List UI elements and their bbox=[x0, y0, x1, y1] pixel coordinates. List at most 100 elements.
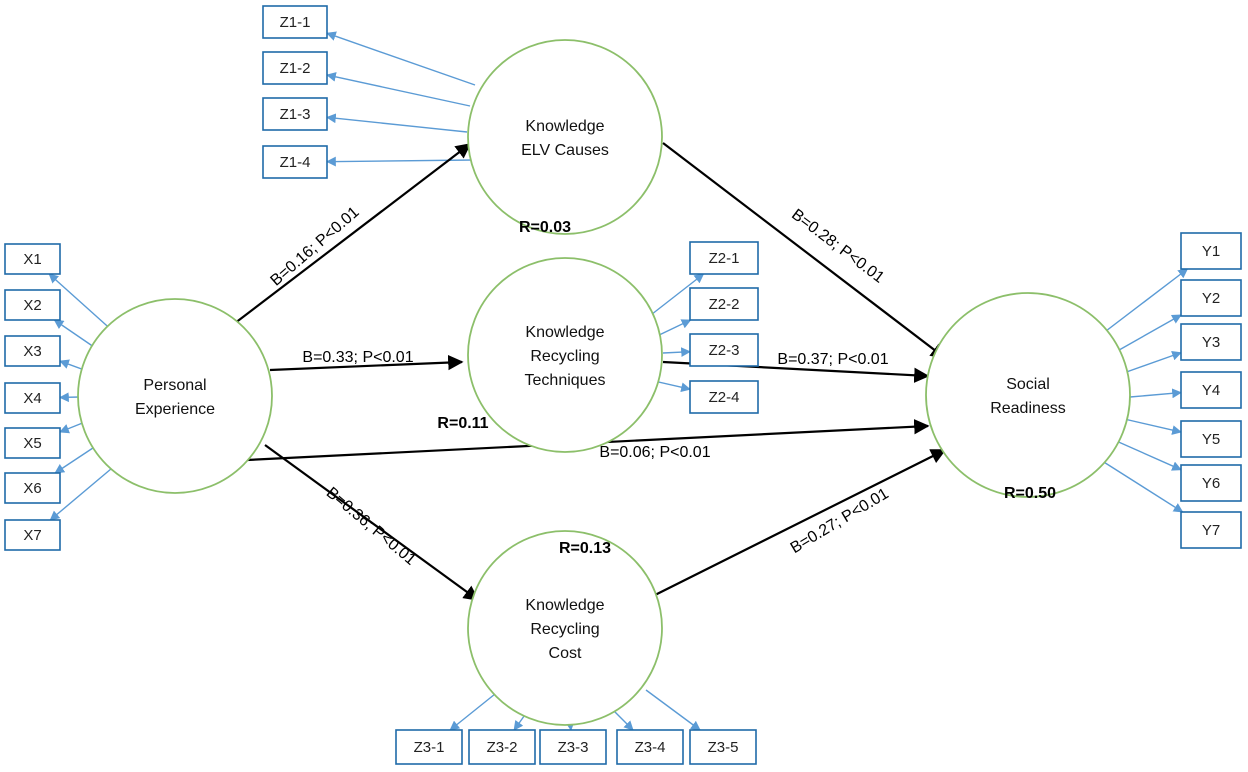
indicator-box-y bbox=[1180, 511, 1242, 549]
r-squared-elv: R=0.03 bbox=[519, 219, 571, 236]
path-arrow-elv_sr bbox=[662, 142, 947, 359]
indicator-label-x: X2 bbox=[23, 297, 41, 314]
latent-sr bbox=[925, 292, 1131, 498]
r-squared-sr: R=0.50 bbox=[1004, 485, 1056, 502]
indicator-box-z2 bbox=[689, 241, 759, 275]
indicator-box-x bbox=[4, 427, 61, 459]
indicator-label-x: X1 bbox=[23, 251, 41, 268]
r-squared-rc: R=0.13 bbox=[559, 540, 611, 557]
r-squared-rt: R=0.11 bbox=[437, 415, 488, 432]
indicator-label-x: X6 bbox=[23, 480, 41, 497]
latent-rc bbox=[467, 530, 663, 726]
indicator-box-y bbox=[1180, 464, 1242, 502]
latent-elv-label-line: ELV Causes bbox=[521, 142, 609, 159]
indicator-label-y: Y3 bbox=[1202, 334, 1220, 351]
indicator-box-z3 bbox=[395, 729, 463, 765]
indicator-box-z1 bbox=[262, 51, 328, 85]
indicator-label-z1: Z1-1 bbox=[280, 14, 311, 31]
path-arrow-pe_rc bbox=[264, 444, 480, 601]
indicator-label-x: X5 bbox=[23, 435, 41, 452]
path-arrow-pe_rt bbox=[269, 354, 464, 372]
indicator-label-y: Y4 bbox=[1202, 382, 1220, 399]
indicator-box-y bbox=[1180, 323, 1242, 361]
indicator-label-y: Y7 bbox=[1202, 522, 1220, 539]
indicator-box-x bbox=[4, 472, 61, 504]
indicator-label-y: Y6 bbox=[1202, 475, 1220, 492]
indicator-box-z3 bbox=[689, 729, 757, 765]
loading-arrow-z1 bbox=[326, 113, 468, 133]
latent-sr-label-line: Social bbox=[1006, 376, 1050, 393]
indicator-label-z3: Z3-1 bbox=[414, 739, 445, 756]
indicator-box-y bbox=[1180, 232, 1242, 270]
indicator-box-z2 bbox=[689, 380, 759, 414]
indicator-box-z1 bbox=[262, 145, 328, 179]
loading-arrow-z2 bbox=[654, 319, 692, 338]
loading-arrow-y bbox=[1119, 417, 1182, 435]
path-arrow-pe_elv bbox=[221, 143, 472, 334]
loading-arrow-z3 bbox=[449, 689, 501, 731]
indicator-box-y bbox=[1180, 371, 1242, 409]
latent-rc-label-line: Recycling bbox=[530, 621, 599, 638]
indicator-box-x bbox=[4, 382, 61, 414]
loading-arrow-y bbox=[1129, 388, 1182, 399]
indicator-label-z3: Z3-4 bbox=[635, 739, 666, 756]
indicator-box-z2 bbox=[689, 333, 759, 367]
loading-arrow-z1 bbox=[326, 31, 476, 86]
indicator-box-y bbox=[1180, 279, 1242, 317]
latent-rc-label-line: Knowledge bbox=[525, 597, 604, 614]
loading-arrow-z3 bbox=[645, 689, 701, 731]
latent-rt-label-line: Recycling bbox=[530, 348, 599, 365]
indicator-label-z1: Z1-2 bbox=[280, 60, 311, 77]
path-coefficient-pe_elv: B=0.16; P<0.01 bbox=[268, 204, 363, 290]
latent-sr-label-line: Readiness bbox=[990, 400, 1066, 417]
indicator-label-z3: Z3-2 bbox=[487, 739, 518, 756]
loading-arrow-z1 bbox=[326, 72, 471, 107]
indicator-label-z1: Z1-3 bbox=[280, 106, 311, 123]
path-arrow-rc_sr bbox=[654, 449, 947, 596]
indicator-label-y: Y5 bbox=[1202, 431, 1220, 448]
latent-pe bbox=[77, 298, 273, 494]
loading-arrow-z2 bbox=[662, 347, 691, 357]
indicator-box-z1 bbox=[262, 97, 328, 131]
loading-arrow-z1 bbox=[326, 156, 474, 167]
latent-rt-label-line: Knowledge bbox=[525, 324, 604, 341]
indicator-label-z2: Z2-4 bbox=[709, 389, 740, 406]
indicator-label-x: X4 bbox=[23, 390, 41, 407]
indicator-box-x bbox=[4, 243, 61, 275]
indicator-label-z3: Z3-3 bbox=[558, 739, 589, 756]
latent-rt bbox=[467, 257, 663, 453]
indicator-box-z2 bbox=[689, 287, 759, 321]
loading-arrow-z2 bbox=[646, 273, 705, 319]
indicator-box-z3 bbox=[616, 729, 684, 765]
indicator-box-x bbox=[4, 519, 61, 551]
loading-arrow-z2 bbox=[653, 380, 691, 393]
latent-rc-label-line: Cost bbox=[549, 645, 582, 662]
path-coefficient-rt_sr: B=0.37; P<0.01 bbox=[777, 351, 888, 368]
latent-elv-label-line: Knowledge bbox=[525, 118, 604, 135]
indicator-label-z1: Z1-4 bbox=[280, 154, 311, 171]
indicator-box-z3 bbox=[539, 729, 607, 765]
indicator-label-z2: Z2-2 bbox=[709, 296, 740, 313]
latent-elv bbox=[467, 39, 663, 235]
path-coefficient-pe_sr: B=0.06; P<0.01 bbox=[599, 444, 710, 461]
indicator-box-z1 bbox=[262, 5, 328, 39]
latent-rt-label-line: Techniques bbox=[525, 372, 606, 389]
path-coefficient-pe_rt: B=0.33; P<0.01 bbox=[302, 349, 413, 366]
latent-pe-label-line: Experience bbox=[135, 401, 215, 418]
indicator-box-z3 bbox=[468, 729, 536, 765]
indicator-box-x bbox=[4, 335, 61, 367]
path-coefficient-pe_rc: B=0.36; P<0.01 bbox=[323, 484, 419, 569]
indicator-label-z2: Z2-1 bbox=[709, 250, 740, 267]
indicator-label-z2: Z2-3 bbox=[709, 342, 740, 359]
indicator-label-z3: Z3-5 bbox=[708, 739, 739, 756]
indicator-label-y: Y1 bbox=[1202, 243, 1220, 260]
indicator-box-y bbox=[1180, 420, 1242, 458]
loading-arrow-y bbox=[1117, 350, 1182, 376]
indicator-label-y: Y2 bbox=[1202, 290, 1220, 307]
latent-pe-label-line: Personal bbox=[143, 377, 206, 394]
indicator-label-x: X7 bbox=[23, 527, 41, 544]
indicator-label-x: X3 bbox=[23, 343, 41, 360]
